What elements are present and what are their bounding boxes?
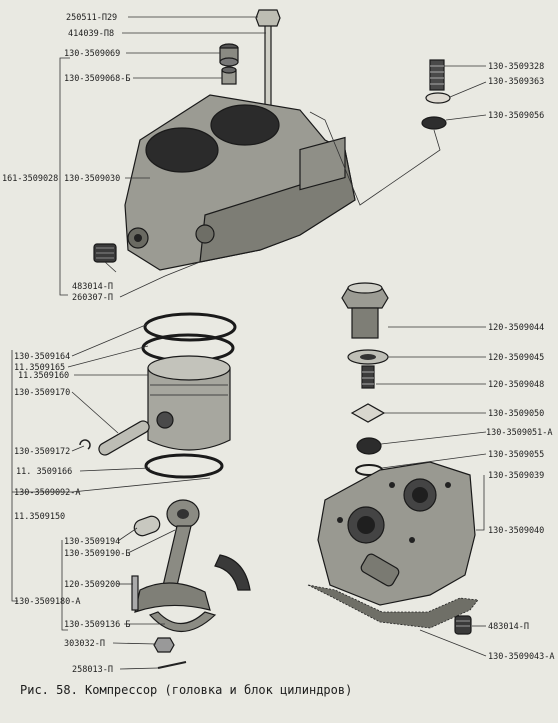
block-port-inner (134, 234, 142, 242)
piston-top (147, 355, 231, 381)
label-120-3509044: 120-3509044 (488, 323, 544, 333)
valve-disc (421, 116, 447, 130)
bearing-shell-upper (214, 554, 251, 591)
cotter-pin (157, 661, 187, 669)
head-port-right-inner (412, 487, 428, 503)
label-3509039: 130-3509039 (488, 471, 544, 481)
label-3509200: 120-3509200 (64, 580, 120, 590)
label-11-3509150: 11.3509150 (14, 512, 65, 522)
valve-spring (361, 365, 375, 389)
bolt-hole-2 (389, 482, 395, 488)
valve-plug (341, 282, 389, 339)
bolt-hole-4 (409, 537, 415, 543)
label-3509069: 130-3509069 (64, 49, 120, 59)
label-3509170: 130-3509170 (14, 388, 70, 398)
label-3509068: 130-3509068-Б (64, 74, 131, 84)
guide-bushing (219, 43, 239, 67)
piston-pin (98, 420, 150, 456)
leader-lines (11, 16, 487, 670)
label-120-3509045: 120-3509045 (488, 353, 544, 363)
label-3509328: 130-3509328 (488, 62, 544, 72)
label-3509040: 130-3509040 (488, 526, 544, 536)
drain-plug (93, 243, 117, 263)
label-3509051: 130-3509051-А (486, 428, 553, 438)
valve-seat (356, 437, 382, 455)
label-11-3509166: 11. 3509166 (16, 467, 72, 477)
cylinder-head-assembly (307, 282, 479, 635)
valve-spring-top (429, 59, 445, 91)
label-11-3509160: 11.3509160 (18, 371, 69, 381)
label-3509043: 130-3509043-А (488, 652, 555, 662)
mount-flange (299, 136, 346, 191)
rod-cap (148, 611, 217, 633)
piston-ring-1 (143, 312, 237, 342)
valve-plate (350, 403, 386, 423)
label-11-3509165: 11.3509165 (14, 363, 65, 373)
head-plug (454, 615, 472, 635)
label-260307: 260307-П (72, 293, 113, 303)
label-3509092: 130-3509092-А (14, 488, 81, 498)
label-3509363: 130-3509363 (488, 77, 544, 87)
piston-assembly (79, 312, 251, 669)
connecting-rod (161, 525, 192, 591)
label-3509050: 130-3509050 (488, 409, 544, 419)
label-161-3509028: 161-3509028 (2, 174, 58, 184)
cylinder-head (317, 461, 476, 606)
label-3509136: 130-3509136 Б (64, 620, 131, 630)
label-3509172: 130-3509172 (14, 447, 70, 457)
head-outlet (360, 553, 400, 587)
label-258013: 258013-П (72, 665, 113, 675)
cylinder-bore-right (210, 104, 280, 146)
rod-big-end (134, 582, 211, 613)
label-3509180: 130-3509180-А (14, 597, 81, 607)
oil-ring (144, 453, 224, 479)
sleeve-bushing (221, 66, 237, 85)
rod-small-end-hole (177, 509, 189, 519)
label-303032: 303032-П (64, 639, 105, 649)
bolt-hole-3 (445, 482, 451, 488)
washer-hole (360, 354, 376, 360)
label-3509190: 130-3509190-Б (64, 549, 131, 559)
label-250511: 250511-П29 (66, 13, 117, 23)
piston-pin-bore (156, 411, 174, 429)
label-3509055: 130-3509055 (488, 450, 544, 460)
label-3509164: 130-3509164 (14, 352, 70, 362)
label-3509194: 130-3509194 (64, 537, 120, 547)
figure-caption: Рис. 58. Компрессор (головка и блок цили… (20, 683, 353, 697)
cylinder-block-assembly (93, 9, 451, 271)
label-483014-top: 483014-П (72, 282, 113, 292)
label-3509056: 130-3509056 (488, 111, 544, 121)
stud-nut (255, 9, 281, 27)
rod-bolt (131, 575, 139, 611)
label-414039: 414039-П8 (68, 29, 114, 39)
rod-nut (153, 637, 175, 653)
head-gasket (307, 584, 479, 629)
bolt-hole-1 (337, 517, 343, 523)
side-port (195, 224, 215, 244)
snap-ring (79, 439, 91, 450)
piston (147, 367, 231, 451)
head-port-left-inner (357, 516, 375, 534)
small-end-bushing (133, 515, 161, 537)
label-483014-bottom: 483014-П (488, 622, 529, 632)
cylinder-bore-left (145, 127, 219, 173)
valve-leader-line (309, 111, 441, 206)
label-120-3509048: 120-3509048 (488, 380, 544, 390)
valve-washer (425, 92, 451, 104)
label-3509030: 130-3509030 (64, 174, 120, 184)
part-labels: 250511-П29 414039-П8 130-3509069 130-350… (2, 13, 555, 675)
